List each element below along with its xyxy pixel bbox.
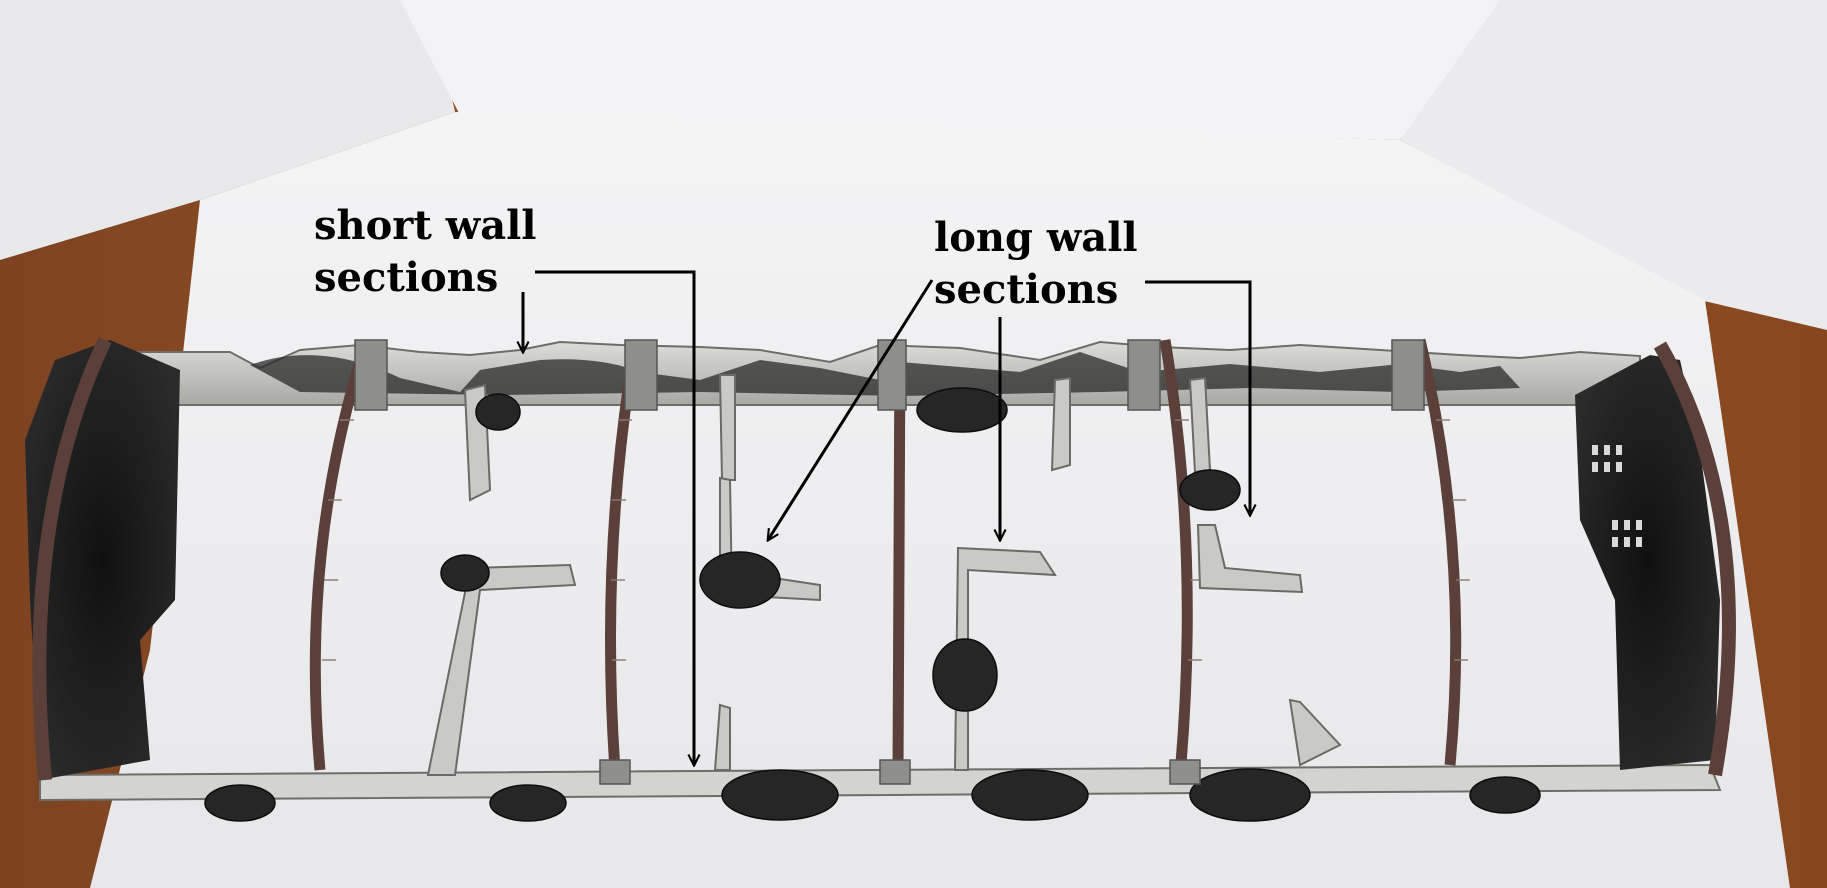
right-wall-windows [1592, 445, 1642, 547]
short-wall-label: short wall sections [314, 200, 537, 304]
paper-backdrop-left [0, 0, 455, 260]
left-end-arch [32, 337, 112, 781]
long-wall-label: long wall sections [934, 212, 1138, 316]
short-wall-label-line2: sections [314, 254, 499, 301]
girder-5 [1414, 338, 1462, 766]
right-end-arch [1653, 341, 1736, 777]
right-end-wall [1575, 355, 1720, 770]
wall-clamps [354, 339, 1425, 785]
long-arrow-1 [768, 279, 934, 540]
paper-backdrop-right [1400, 0, 1827, 330]
long-wall-sections [426, 476, 1304, 776]
paper-backdrop-center [400, 0, 1510, 140]
short-arrow-2 [535, 270, 694, 765]
short-wall-label-line1: short wall [314, 202, 537, 249]
paper-floor [90, 112, 1790, 888]
annotation-arrows [523, 270, 1250, 765]
long-arrow-3 [1145, 280, 1250, 515]
rubble-piles [204, 387, 1541, 822]
short-wall-sections [463, 374, 1342, 771]
long-wall-label-line1: long wall [934, 214, 1138, 261]
girders [309, 338, 1462, 776]
girder-4 [1159, 339, 1193, 776]
girder-1 [309, 343, 371, 771]
girder-3 [892, 339, 906, 776]
long-wall-label-line2: sections [934, 266, 1119, 313]
